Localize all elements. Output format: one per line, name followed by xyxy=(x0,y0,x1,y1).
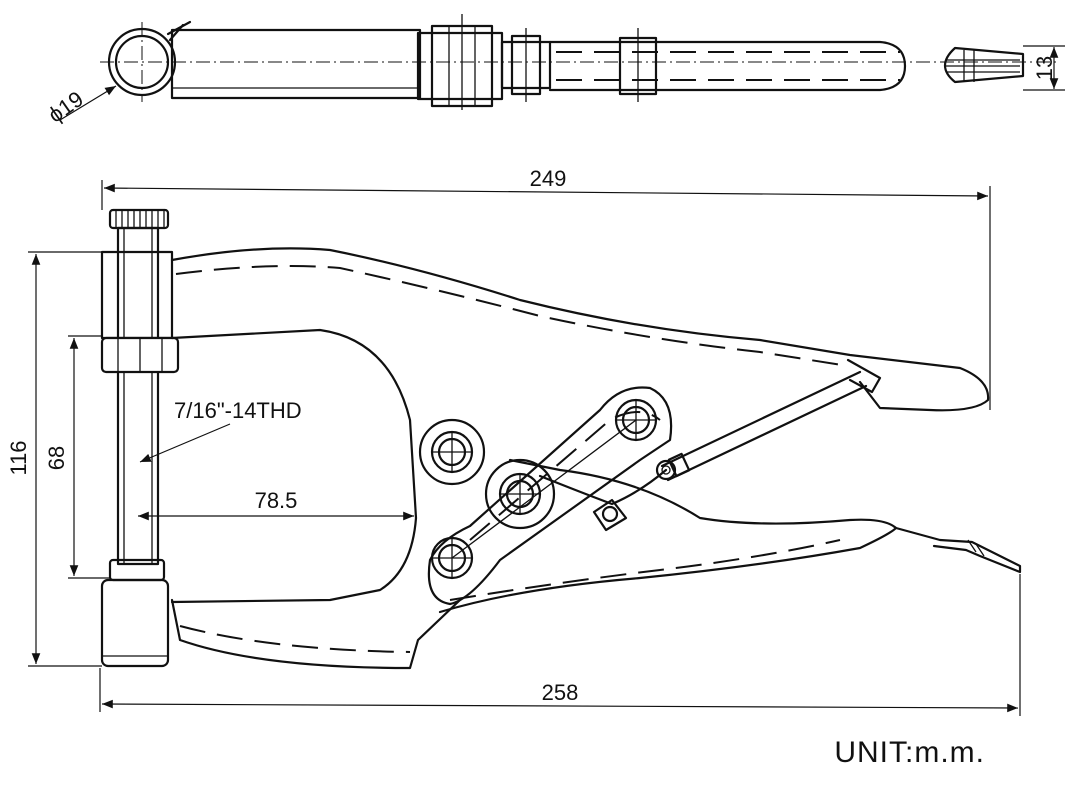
upper-frame-arm xyxy=(170,247,990,412)
knurled-cap xyxy=(108,208,170,230)
top-pivot-block xyxy=(416,31,504,101)
dim-height-total: 116 xyxy=(6,440,31,475)
top-release-lever xyxy=(943,46,1025,84)
frame-throat xyxy=(170,328,418,604)
dim-overall-lower: 258 xyxy=(542,680,579,705)
threaded-screw xyxy=(116,226,160,566)
release-lever xyxy=(538,370,868,532)
unit-label: UNIT:m.m. xyxy=(834,736,985,769)
pivot-upper-left xyxy=(418,418,486,486)
dim-thread: 7/16"-14THD xyxy=(174,398,302,423)
lower-handle xyxy=(438,458,898,614)
dim-overall-upper: 249 xyxy=(530,166,567,191)
top-view: 13 ϕ19 xyxy=(43,14,1065,128)
upper-jaw-block xyxy=(100,250,174,340)
dim-throat-depth: 78.5 xyxy=(255,488,298,513)
side-view: 249 258 116 68 7/16"-14THD 78.5 xyxy=(6,166,1022,716)
dim-height-inner: 68 xyxy=(44,446,69,470)
dim-top-diameter: ϕ19 xyxy=(43,86,87,128)
top-handle xyxy=(548,40,907,92)
swivel-pad xyxy=(100,578,170,668)
dim-top-height: 13 xyxy=(1032,56,1057,80)
pivot-center xyxy=(484,458,556,530)
top-body xyxy=(170,28,422,100)
toggle-link xyxy=(427,386,673,606)
